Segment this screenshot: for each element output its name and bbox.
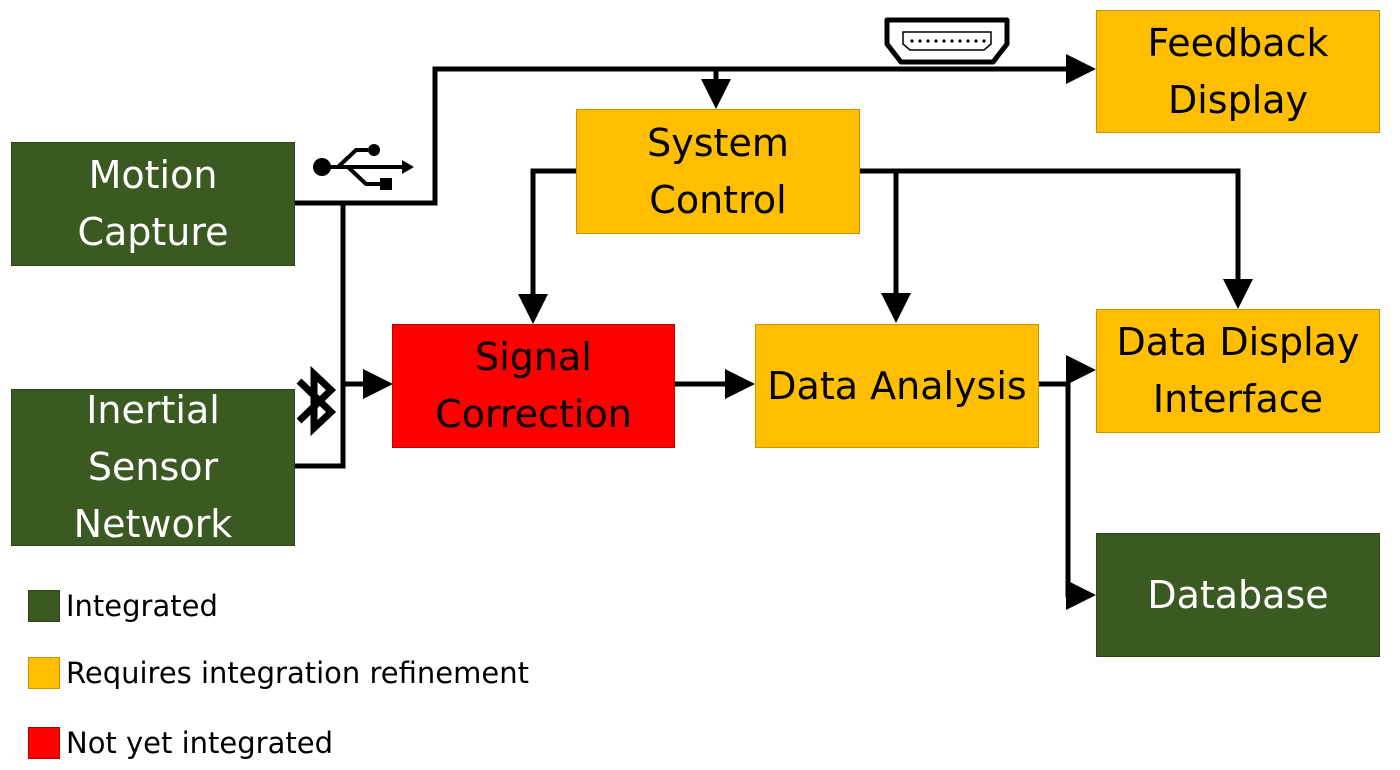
- legend-swatch-not-yet-integrated: [28, 727, 60, 759]
- motion-capture-block: Motion Capture: [11, 142, 295, 266]
- legend-label-requires-refinement: Requires integration refinement: [66, 656, 529, 690]
- usb-icon: [313, 144, 414, 190]
- signal-correction-block: Signal Correction: [392, 324, 675, 448]
- legend-swatch-integrated: [28, 590, 60, 622]
- feedback-display-block: Feedback Display: [1096, 10, 1380, 133]
- system-control-to-signal-correction-wire: [518, 168, 576, 324]
- legend-label-integrated: Integrated: [66, 589, 218, 623]
- data-display-interface-block: Data Display Interface: [1096, 309, 1380, 433]
- motion-to-feedback-wire: [294, 54, 1096, 206]
- legend-label-not-yet-integrated: Not yet integrated: [66, 726, 333, 760]
- sensor-merge-wire: [294, 203, 346, 469]
- inertial-sensor-network-block: Inertial Sensor Network: [11, 388, 295, 546]
- system-control-block: System Control: [576, 109, 860, 234]
- bluetooth-icon: [296, 365, 337, 437]
- analysis-split-wire: [1038, 381, 1096, 610]
- legend-swatch-requires-refinement: [28, 657, 60, 689]
- database-block: Database: [1096, 533, 1380, 657]
- system-control-right-wire: [860, 168, 1253, 309]
- data-analysis-block: Data Analysis: [755, 324, 1039, 448]
- hdmi-icon: [884, 17, 1010, 65]
